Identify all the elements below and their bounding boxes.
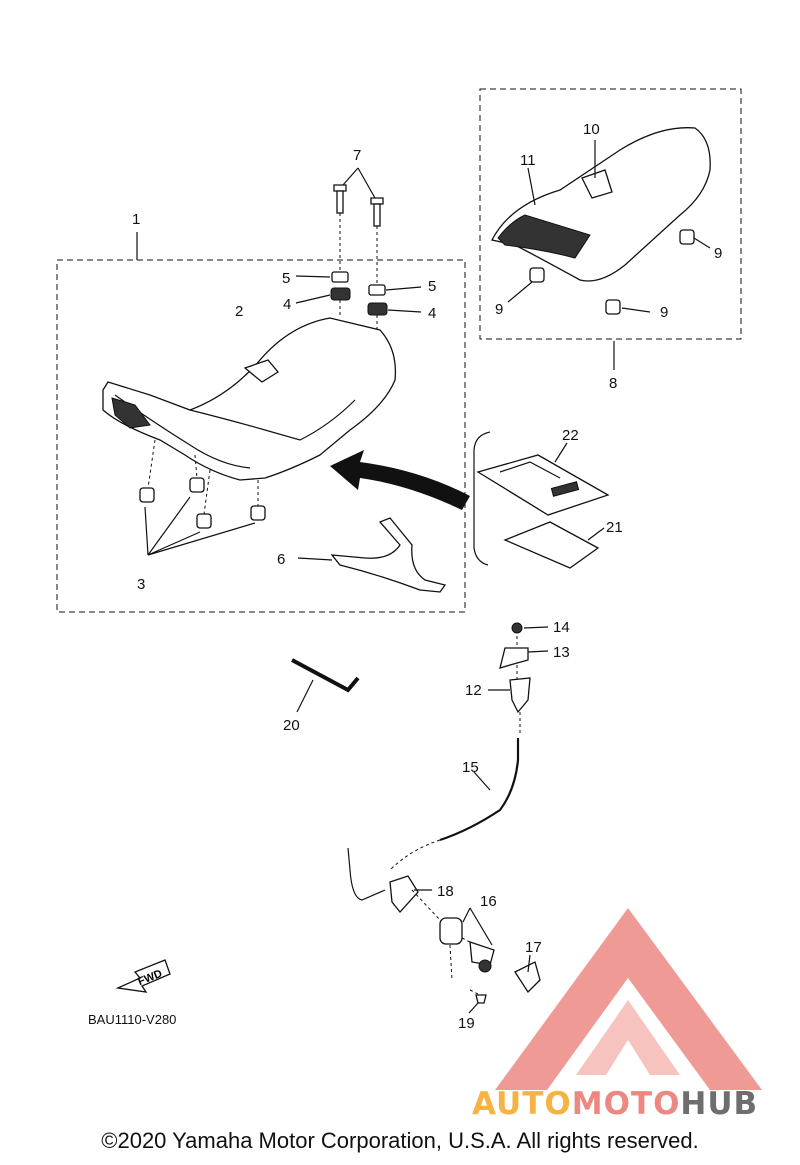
callout-6: 6: [277, 551, 285, 568]
cover-17-part[interactable]: [514, 961, 541, 994]
callout-5-left: 5: [282, 270, 290, 287]
callout-9-right: 9: [714, 245, 722, 262]
label-21-part[interactable]: [503, 521, 600, 569]
seat-lock-cable-15-part[interactable]: [439, 738, 520, 842]
bracket-6-part[interactable]: [330, 517, 447, 593]
callout-11: 11: [520, 152, 536, 169]
screw-19-part[interactable]: [475, 994, 487, 1004]
svg-text:AUTOMOTOHUB: AUTOMOTOHUB: [472, 1086, 758, 1122]
seat-assembly-group-box: [56, 259, 466, 613]
callout-21: 21: [606, 519, 623, 536]
logo-text-auto: AUTO: [472, 1086, 572, 1122]
callout-17: 17: [525, 939, 542, 956]
callout-20: 20: [283, 717, 300, 734]
callout-2: 2: [235, 303, 243, 320]
callout-13: 13: [553, 644, 570, 661]
arrow-indicator: [330, 450, 470, 510]
callout-4-left: 4: [283, 296, 291, 313]
callout-4-right: 4: [428, 305, 436, 322]
bolt-7-group[interactable]: [333, 184, 384, 227]
lock-hook-12-13-14-group[interactable]: [499, 622, 531, 714]
callout-15: 15: [462, 759, 479, 776]
callout-9-bottom: 9: [660, 304, 668, 321]
callout-22: 22: [562, 427, 579, 444]
owners-manual-22-part[interactable]: [476, 454, 610, 516]
callout-14: 14: [553, 619, 570, 636]
callout-7: 7: [353, 147, 361, 164]
callout-12: 12: [465, 682, 482, 699]
callout-19: 19: [458, 1015, 475, 1032]
callout-1: 1: [132, 211, 140, 228]
grommet-9-group[interactable]: [529, 229, 695, 315]
copyright-text: ©2020 Yamaha Motor Corporation, U.S.A. A…: [101, 1128, 699, 1153]
logo-triangle-icon: [495, 908, 762, 1090]
collar-5-group[interactable]: [331, 271, 386, 296]
main-seat-part[interactable]: [102, 317, 397, 481]
callout-5-right: 5: [428, 278, 436, 295]
logo-text-hub: HUB: [680, 1086, 758, 1122]
callout-16: 16: [480, 893, 497, 910]
fwd-arrow-icon: FWD: [115, 959, 171, 993]
callout-18: 18: [437, 883, 454, 900]
automotohub-logo: AUTOMOTOHUB: [472, 908, 762, 1122]
main-switch-seat-lock-16-part[interactable]: [439, 917, 495, 973]
callout-10: 10: [583, 121, 600, 138]
holder-18-part[interactable]: [389, 875, 419, 914]
rear-seat-group-box: [479, 88, 742, 340]
rear-seat-part[interactable]: [491, 127, 711, 282]
diagram-code: BAU1110-V280: [88, 1012, 177, 1027]
callout-3: 3: [137, 576, 145, 593]
logo-text-moto: MOTO: [572, 1086, 681, 1122]
callout-9-left: 9: [495, 301, 503, 318]
hex-wrench-20-part[interactable]: [291, 658, 360, 693]
grommet-3-group[interactable]: [139, 477, 266, 529]
callout-8: 8: [609, 375, 617, 392]
callout-labels: 1 2 3 4 4 5 5 6 7 8 9 9 9 10 11 12 13 14…: [132, 121, 722, 1032]
